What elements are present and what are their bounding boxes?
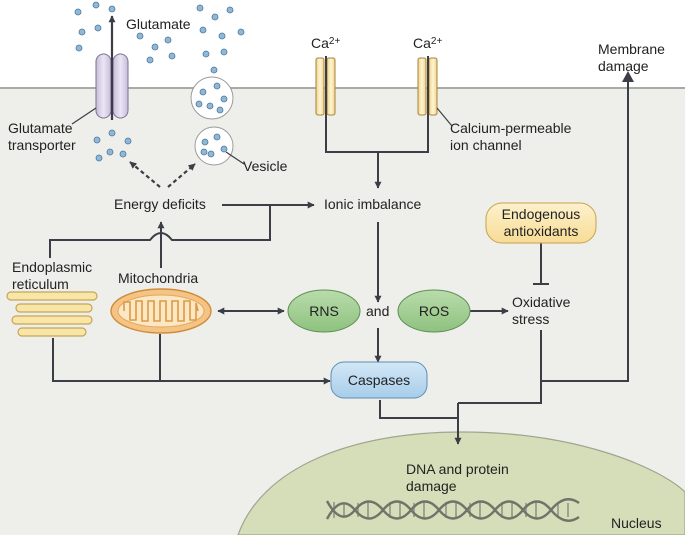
rns-label: RNS	[309, 303, 339, 319]
vesicle-fusing	[190, 76, 234, 120]
vesicle-label: Vesicle	[243, 158, 288, 174]
antioxidants-label: Endogenous antioxidants	[486, 206, 596, 240]
caspases-label: Caspases	[347, 372, 411, 388]
energy-deficits-label: Energy deficits	[114, 196, 206, 212]
channel-pointer	[436, 107, 453, 127]
glutamate-molecules	[74, 1, 245, 162]
endoplasmic-reticulum-label: Endoplasmic reticulum	[12, 259, 92, 293]
membrane-damage-label: Membrane damage	[598, 41, 665, 75]
ionic-imbalance-label: Ionic imbalance	[324, 196, 422, 212]
vesicle	[194, 126, 234, 166]
caspases-node	[330, 361, 428, 399]
calcium-label-right: Ca2+	[413, 35, 442, 52]
calcium-channel-label: Calcium-permeable ion channel	[450, 120, 571, 154]
calcium-channel-left-icon	[315, 57, 336, 116]
dna-helix-icon	[325, 498, 580, 522]
endoplasmic-reticulum-icon	[6, 291, 98, 337]
nucleus-label: Nucleus	[611, 515, 662, 531]
nucleus	[237, 431, 685, 535]
and-label: and	[366, 303, 390, 319]
glutamate-transporter-icon	[95, 53, 129, 119]
er-label-line2: reticulum	[12, 276, 69, 292]
er-label-line1: Endoplasmic	[12, 259, 93, 275]
antioxidants-label-line1: Endogenous	[501, 206, 581, 222]
calcium-channel-label-line2: ion channel	[450, 137, 522, 153]
dna-protein-damage-label: DNA and protein damage	[406, 461, 509, 495]
antioxidants-label-line2: antioxidants	[503, 223, 579, 239]
ros-node	[397, 289, 471, 333]
calcium-label-left-base: Ca	[311, 35, 329, 51]
membrane-damage-label-line1: Membrane	[598, 41, 665, 57]
dna-damage-label-line1: DNA and protein	[406, 461, 509, 477]
membrane-damage-label-line2: damage	[598, 58, 649, 74]
oxidative-stress-label-line2: stress	[512, 311, 550, 327]
er-mito-to-caspases	[52, 334, 320, 382]
vesicle-pointer	[225, 151, 245, 165]
energy-deficit-dashed-arrows	[129, 161, 196, 188]
mitochondria-icon	[110, 288, 212, 334]
rns-node	[287, 289, 361, 333]
glutamate-transporter-label-line1: Glutamate	[8, 120, 73, 136]
transporter-pointer	[71, 107, 97, 125]
calcium-channel-right-icon	[417, 57, 438, 116]
arrowhead-membrane-damage	[622, 71, 634, 82]
oxidative-stress-label: Oxidative stress	[512, 294, 570, 328]
oxidative-stress-label-line1: Oxidative	[512, 294, 571, 310]
ros-label: ROS	[418, 303, 450, 319]
calcium-channel-label-line1: Calcium-permeable	[450, 120, 572, 136]
calcium-label-right-base: Ca	[413, 35, 431, 51]
dna-damage-label-line2: damage	[406, 478, 457, 494]
antioxidants-node	[485, 202, 597, 244]
calcium-label-left: Ca2+	[311, 35, 340, 52]
glutamate-label: Glutamate	[126, 16, 191, 32]
calcium-label-left-charge: 2+	[328, 36, 341, 47]
glutamate-transporter-label: Glutamate transporter	[8, 120, 76, 154]
glutamate-transporter-label-line2: transporter	[8, 137, 76, 153]
stress-outputs	[379, 74, 629, 419]
mitochondria-label: Mitochondria	[118, 270, 199, 286]
calcium-label-right-charge: 2+	[430, 36, 443, 47]
antioxidant-inhibition	[533, 243, 549, 285]
